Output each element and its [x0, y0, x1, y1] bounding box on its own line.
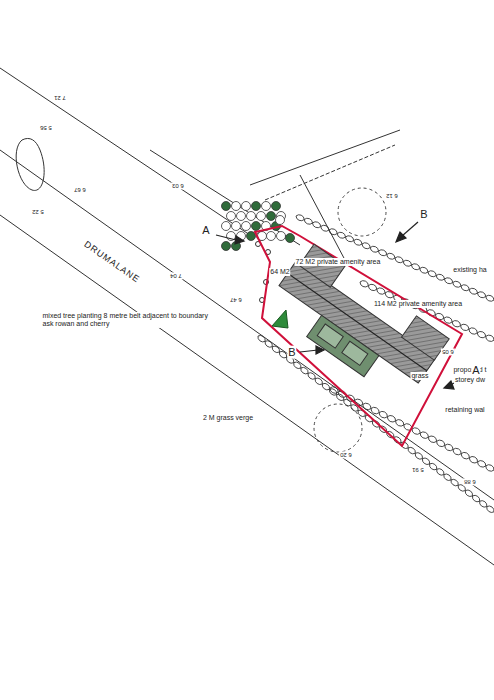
road-edges	[0, 68, 494, 565]
spot-level: 5 56	[39, 125, 53, 132]
tree-symbol	[272, 202, 281, 211]
site-boundary	[255, 226, 462, 446]
tree-symbol	[267, 232, 276, 241]
spot-level: 5 22	[31, 209, 45, 216]
tree-symbol	[237, 212, 246, 221]
tree-symbol	[276, 216, 285, 225]
spot-level: 6 88	[463, 479, 477, 486]
tree-symbol	[247, 212, 256, 221]
area-label: 114 M2 private amenity area	[373, 300, 463, 308]
spot-level: 6 47	[229, 297, 243, 304]
tree-symbol	[267, 212, 276, 221]
spot-level: 6 20	[339, 452, 353, 459]
road-name: DRUMALANE	[81, 238, 142, 285]
existing-tree-spread	[314, 404, 362, 452]
proposed-dwelling	[264, 241, 449, 404]
tree-symbol	[252, 222, 261, 231]
tree-symbol	[252, 202, 261, 211]
tree-symbol	[222, 202, 231, 211]
tree-symbol	[222, 222, 231, 231]
section-marker: A	[201, 224, 210, 237]
section-marker: B	[287, 346, 296, 359]
tree-symbol	[242, 222, 251, 231]
tree-symbol	[262, 202, 271, 211]
section-arrows	[216, 222, 465, 389]
tree-symbol	[257, 212, 266, 221]
tree-symbol	[247, 232, 256, 241]
tree-symbol	[232, 222, 241, 231]
note-text: storey dw	[454, 376, 486, 384]
spot-level: 6 05	[441, 349, 455, 356]
section-marker: A	[471, 364, 480, 377]
spot-level: 7 21	[53, 95, 67, 102]
area-label: 72 M2 private amenity area	[295, 258, 382, 266]
spot-level: 6 12	[385, 193, 399, 200]
spot-level: 7 04	[169, 273, 183, 280]
note-text: retaining wal	[444, 406, 485, 414]
tree-symbol	[277, 232, 286, 241]
spot-level: 6 67	[73, 187, 87, 194]
entrance-arrow	[272, 310, 288, 328]
existing-tree-spread	[338, 188, 386, 236]
tree-symbol	[227, 212, 236, 221]
tree-symbol	[232, 202, 241, 211]
note-text: proposed t	[452, 366, 487, 374]
spot-level: 5 91	[411, 467, 425, 474]
section-marker: B	[419, 208, 428, 221]
tree-symbol	[222, 242, 231, 251]
pond-outline	[16, 138, 44, 190]
verge-note: 2 M grass verge	[202, 414, 254, 422]
tree-symbol	[286, 234, 295, 243]
planting-note: mixed tree planting 8 metre belt adjacen…	[42, 312, 219, 328]
hedge-rows	[258, 215, 494, 513]
surface-label: grass	[410, 372, 429, 380]
tree-symbol	[242, 202, 251, 211]
hedge-row	[258, 335, 494, 512]
note-text: existing ha	[452, 266, 487, 274]
spot-level: 6 03	[171, 183, 185, 190]
area-label: 64 M2	[269, 268, 290, 276]
